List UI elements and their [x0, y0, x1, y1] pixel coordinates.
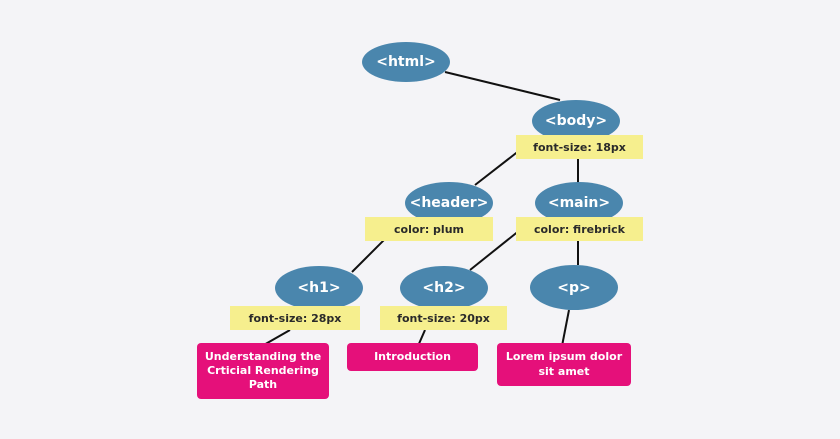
edge-p-text	[561, 309, 570, 347]
h1-node: <h1>	[275, 266, 363, 310]
h2-node: <h2>	[400, 266, 488, 310]
p-text-box: Lorem ipsum dolor sit amet	[497, 343, 631, 386]
body-style-label: font-size: 18px	[516, 135, 643, 159]
h1-style-label: font-size: 28px	[230, 306, 360, 330]
p-node: <p>	[530, 265, 618, 310]
html-node: <html>	[362, 42, 450, 82]
header-style-label: color: plum	[365, 217, 493, 241]
h1-text-box: Understanding the Crticial Rendering Pat…	[197, 343, 329, 399]
h2-text-box: Introduction	[347, 343, 478, 371]
edge-html-body	[444, 71, 561, 101]
edge-body-header	[474, 149, 521, 186]
h2-style-label: font-size: 20px	[380, 306, 507, 330]
main-style-label: color: firebrick	[516, 217, 643, 241]
